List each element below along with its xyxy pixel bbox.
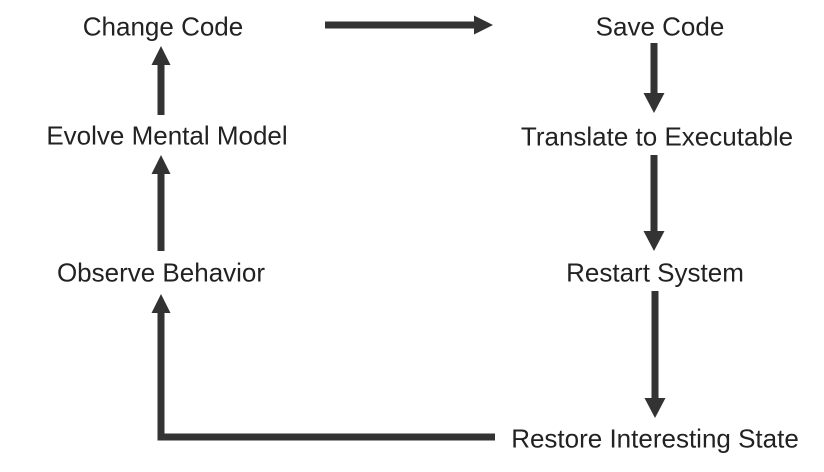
- arrow-change-code-to-save-code-icon: [325, 15, 493, 35]
- arrow-shaft-elbow: [157, 313, 495, 441]
- node-evolve-mental-model: Evolve Mental Model: [46, 120, 288, 151]
- node-change-code: Change Code: [82, 11, 244, 42]
- arrow-head-up-icon: [151, 155, 171, 174]
- node-observe-behavior: Observe Behavior: [56, 257, 266, 288]
- node-translate-to-executable: Translate to Executable: [520, 121, 794, 152]
- arrow-head-down-icon: [644, 398, 666, 418]
- arrow-head-down-icon: [643, 93, 665, 113]
- node-save-code: Save Code: [595, 11, 725, 42]
- node-restore-interesting-state: Restore Interesting State: [511, 423, 799, 454]
- arrow-head-up-icon: [151, 46, 171, 65]
- arrow-evolve-mental-model-to-change-code-icon: [151, 46, 171, 115]
- arrow-restore-interesting-state-to-observe-behavior-icon: [151, 294, 495, 441]
- arrow-restart-system-to-restore-interesting-state-icon: [644, 291, 666, 418]
- arrow-save-code-to-translate-to-executable-icon: [643, 43, 665, 113]
- arrow-observe-behavior-to-evolve-mental-model-icon: [151, 155, 171, 251]
- arrow-head-down-icon: [643, 231, 665, 251]
- node-restart-system: Restart System: [566, 257, 744, 288]
- arrow-translate-to-executable-to-restart-system-icon: [643, 155, 665, 251]
- arrow-head-up-icon: [151, 294, 171, 313]
- arrow-head-right-icon: [474, 15, 493, 35]
